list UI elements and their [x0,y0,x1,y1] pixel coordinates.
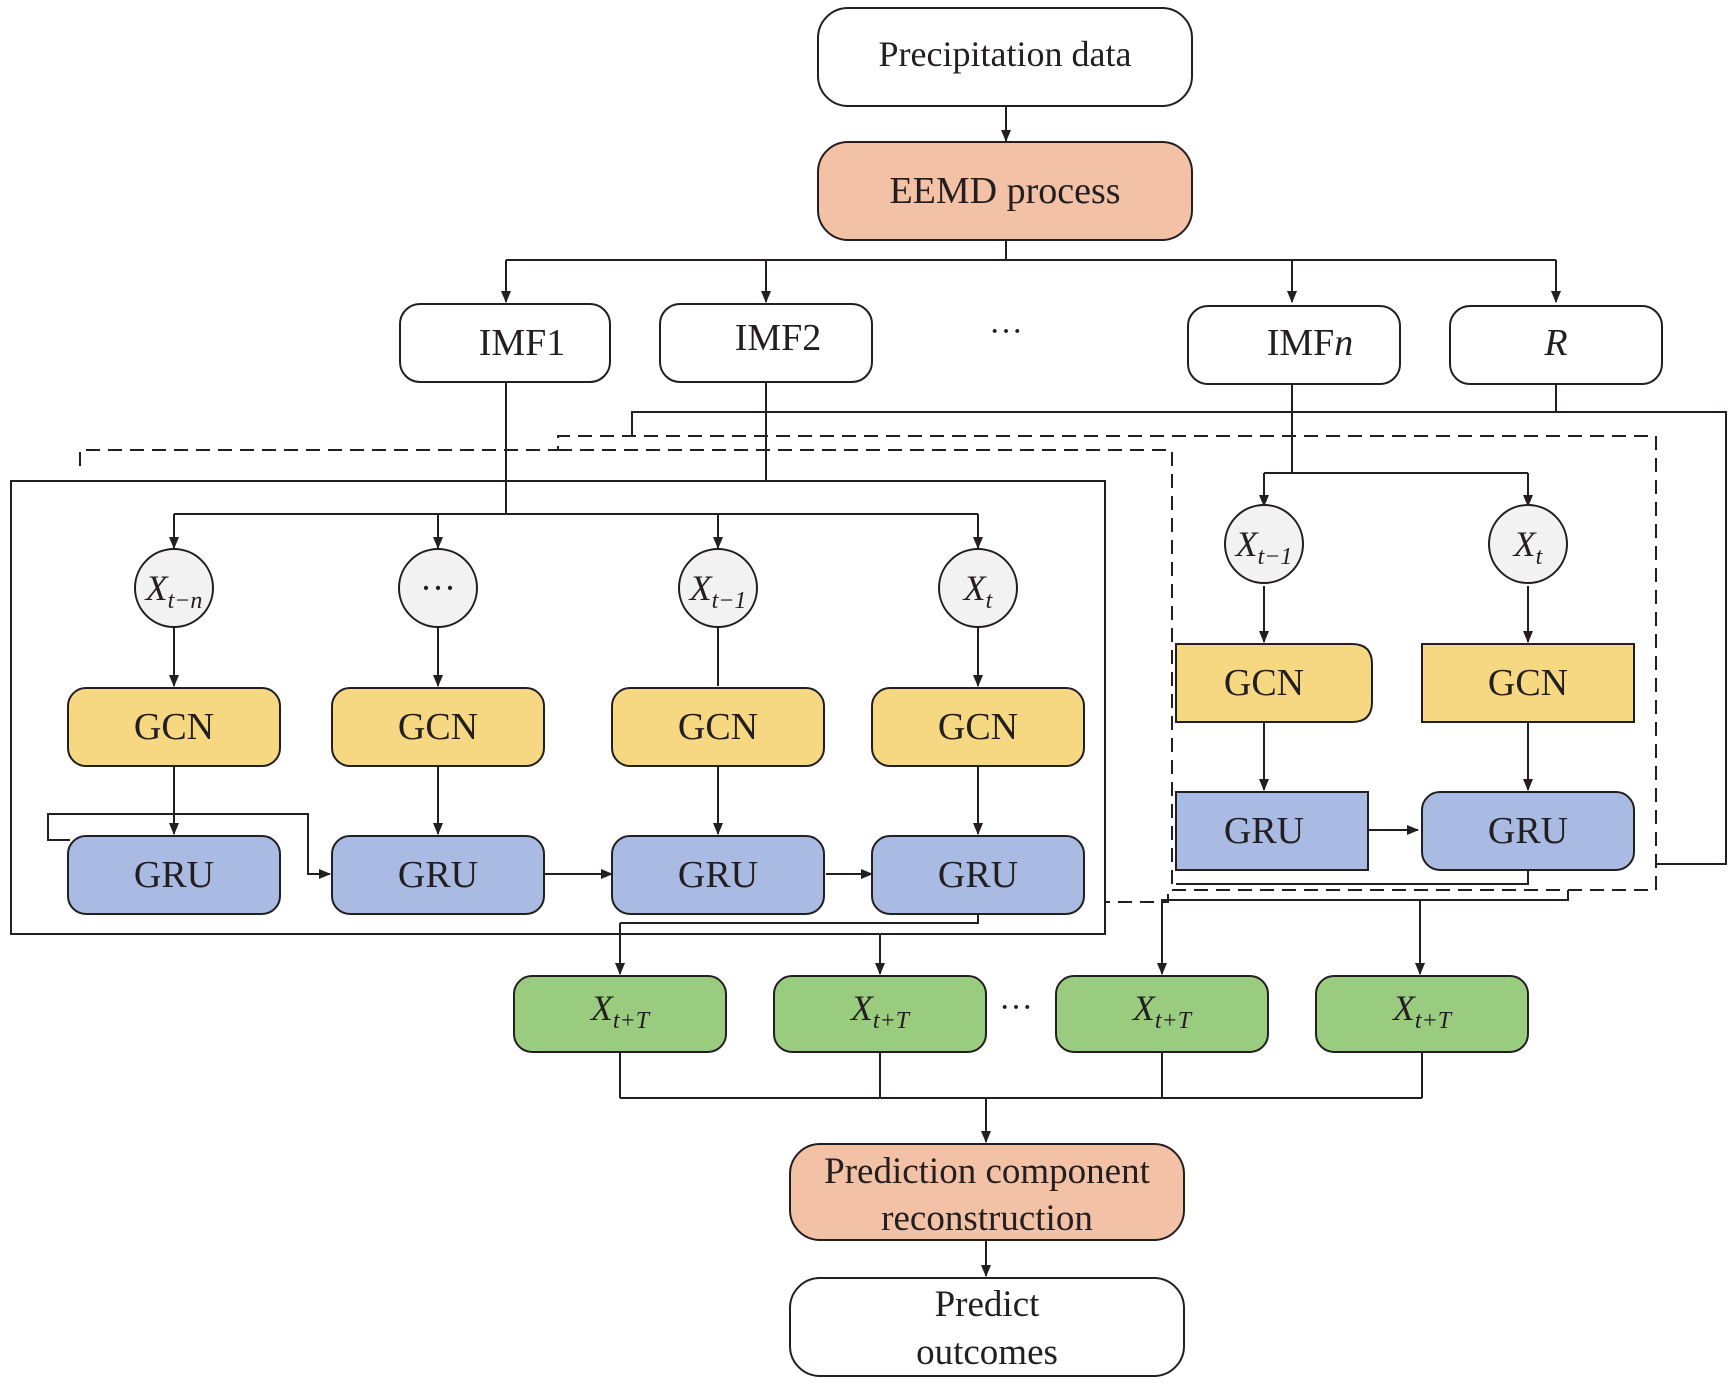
eemd-label: EEMD process [889,170,1120,212]
left-gcn-0: GCN [67,687,281,767]
imf2-box: IMF2 [659,303,873,383]
predict-box: Predict outcomes [789,1277,1185,1377]
dashed-region [79,435,1657,903]
left-gru-label: GRU [134,854,214,896]
eemd-box: EEMD process [817,141,1193,241]
reconstruction-line2: reconstruction [881,1198,1093,1239]
output-label: Xt+T [589,988,651,1034]
left-gcn-2: GCN [611,687,825,767]
left-gru-row: GRU GRU GRU GRU [67,835,1085,915]
left-node-label: ··· [420,568,456,608]
output-label: Xt+T [849,988,911,1034]
precipitation-label: Precipitation data [879,34,1132,74]
left-gcn-label: GCN [398,706,478,748]
output-box-2: Xt+T [1055,975,1269,1053]
imfn-label: IMFn [1267,322,1354,364]
right-gcn-2-label: GCN [1488,662,1568,704]
left-gcn-1: GCN [331,687,545,767]
left-node-2: Xt−1 [678,548,758,628]
left-input-nodes: Xt−n ··· Xt−1 Xt [134,548,1018,628]
right-node-label: Xt−1 [1234,524,1293,570]
left-gcn-row: GCN GCN GCN GCN [67,687,1085,767]
imf-ellipsis: ··· [989,313,1023,350]
imf1-box: IMF1 [399,303,611,383]
right-gru-2-label: GRU [1488,810,1568,852]
prediction-outputs: Xt+T Xt+T Xt+T Xt+T [513,975,1529,1053]
output-box-3: Xt+T [1315,975,1529,1053]
left-node-3: Xt [938,548,1018,628]
connector-lines [47,106,1727,1277]
left-gru-0: GRU [67,835,281,915]
left-gcn-label: GCN [938,706,1018,748]
output-ellipsis: ··· [999,989,1033,1026]
left-gcn-label: GCN [134,706,214,748]
predict-line1: Predict [935,1284,1041,1325]
left-node-label: Xt [962,568,994,614]
residual-label: R [1543,322,1567,364]
precipitation-box: Precipitation data [817,7,1193,107]
imfn-box: IMFn [1187,305,1401,385]
reconstruction-box: Prediction component reconstruction [789,1143,1185,1241]
predict-line2: outcomes [916,1332,1058,1373]
right-gru-2: GRU [1421,791,1635,871]
left-gru-2: GRU [611,835,825,915]
left-node-1: ··· [398,548,478,628]
right-node-1: Xt [1488,504,1568,584]
left-node-label: Xt−1 [688,568,747,614]
left-gcn-label: GCN [678,706,758,748]
output-box-1: Xt+T [773,975,987,1053]
left-gru-label: GRU [678,854,758,896]
left-gcn-3: GCN [871,687,1085,767]
right-gcn-2: GCN [1421,643,1635,723]
right-node-label: Xt [1512,524,1544,570]
left-gru-3: GRU [871,835,1085,915]
left-model-block [10,480,1106,935]
right-node-0: Xt−1 [1224,504,1304,584]
left-node-0: Xt−n [134,548,214,628]
left-gru-label: GRU [398,854,478,896]
output-label: Xt+T [1391,988,1453,1034]
right-gru-1-label: GRU [1224,810,1304,852]
left-node-label: Xt−n [144,568,203,614]
output-label: Xt+T [1131,988,1193,1034]
right-gru-1: GRU [1175,791,1369,871]
left-gru-label: GRU [938,854,1018,896]
residual-box: R [1449,305,1663,385]
right-gcn-1: GCN [1175,643,1373,723]
imf1-label: IMF1 [479,322,566,364]
output-box-0: Xt+T [513,975,727,1053]
left-gru-1: GRU [331,835,545,915]
imf2-label: IMF2 [735,317,822,359]
reconstruction-line1: Prediction component [824,1151,1150,1192]
right-gcn-1-label: GCN [1224,662,1304,704]
right-input-nodes: Xt−1 Xt [1224,504,1568,584]
